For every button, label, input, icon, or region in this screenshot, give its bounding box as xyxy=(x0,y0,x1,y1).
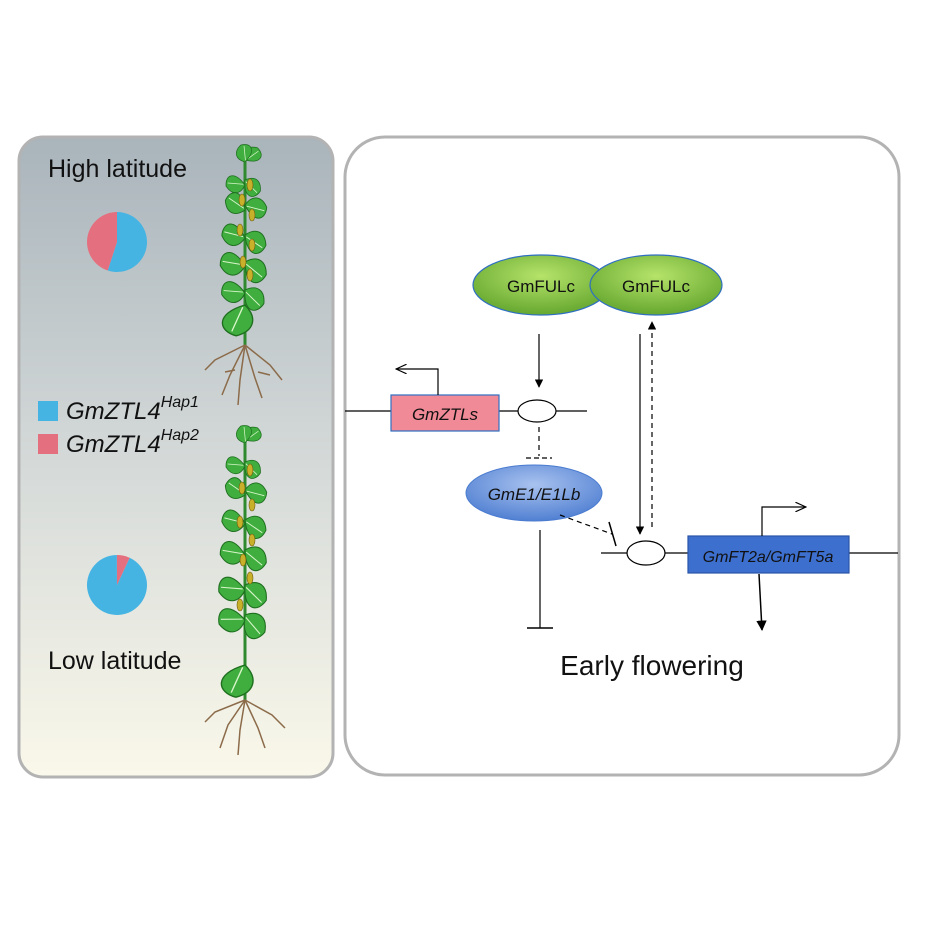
gme1-e1lb-ellipse xyxy=(465,464,603,522)
e1-to-ft-inhibition-bar xyxy=(608,521,617,547)
legend-label-hap1: GmZTL4Hap1 xyxy=(66,394,199,425)
gmfulc-right-ellipse xyxy=(589,254,723,316)
gme1-e1lb-label: GmE1/E1Lb xyxy=(488,485,581,504)
pie-high-slice-hap1 xyxy=(107,212,147,272)
early-flowering-label: Early flowering xyxy=(560,650,744,681)
legend: GmZTL4Hap1 GmZTL4Hap2 xyxy=(38,394,199,458)
pie-low-slice-hap1 xyxy=(86,555,147,616)
soybean-plant-illustration-high xyxy=(204,140,283,406)
gmfulc-right-label: GmFULc xyxy=(622,277,691,296)
ztl-transcription-arrow xyxy=(396,369,439,395)
legend-label-hap2: GmZTL4Hap2 xyxy=(66,427,199,458)
legend-swatch-hap1 xyxy=(38,401,58,421)
right-panel: GmFULc GmFULc GmZTLs GmE1/E1Lb GmFT2a/Gm… xyxy=(343,135,901,777)
gmfulc-left-label: GmFULc xyxy=(507,277,576,296)
e1-to-ft-dashed-inhibition xyxy=(559,514,613,535)
pie-high-slice-hap2 xyxy=(86,212,117,271)
legend-swatch-hap2 xyxy=(38,434,58,454)
pie-low-slice-hap2 xyxy=(116,555,130,585)
low-latitude-label: Low latitude xyxy=(48,647,181,675)
ft-to-flowering-arrow xyxy=(756,573,767,632)
left-panel: High latitude Low latitude GmZTL4Hap1 Gm… xyxy=(17,135,335,779)
gmft2a-gmft5a-gene-box xyxy=(687,535,850,574)
soybean-plant-illustration-low xyxy=(204,421,286,756)
gmztls-gene-box xyxy=(390,394,500,432)
ft-promoter-element xyxy=(626,540,666,566)
ztl-promoter-element xyxy=(517,399,557,423)
high-latitude-label: High latitude xyxy=(48,155,187,183)
pie-chart-high-latitude xyxy=(86,212,147,272)
gmztls-label: GmZTLs xyxy=(412,405,479,424)
pie-chart-low-latitude xyxy=(86,555,147,616)
gmft2a-gmft5a-label: GmFT2a/GmFT5a xyxy=(703,549,834,566)
ft-transcription-arrow xyxy=(761,507,806,536)
